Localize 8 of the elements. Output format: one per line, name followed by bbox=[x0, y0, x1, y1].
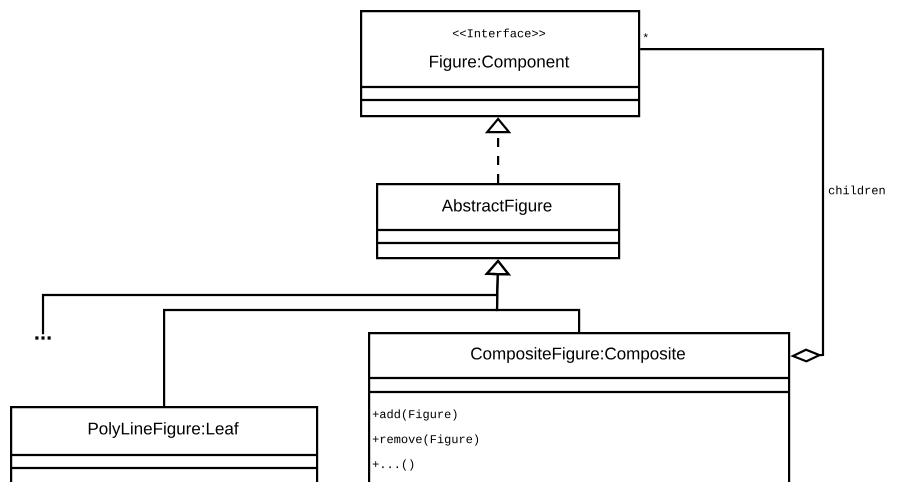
class-box: AbstractFigure bbox=[376, 183, 620, 260]
ellipsis-text: ... bbox=[35, 336, 51, 340]
class-box: <<Interface>> Figure:Component bbox=[360, 10, 640, 118]
aggregation-arrow bbox=[640, 48, 824, 363]
multiplicity-label: * bbox=[644, 33, 648, 38]
class-box: PolyLineFigure:Leaf bbox=[10, 406, 318, 482]
edge-label: children bbox=[827, 184, 887, 196]
class-box: CompositeFigure:Composite +add(Figure) +remove(Figure) +...() bbox=[368, 332, 790, 482]
